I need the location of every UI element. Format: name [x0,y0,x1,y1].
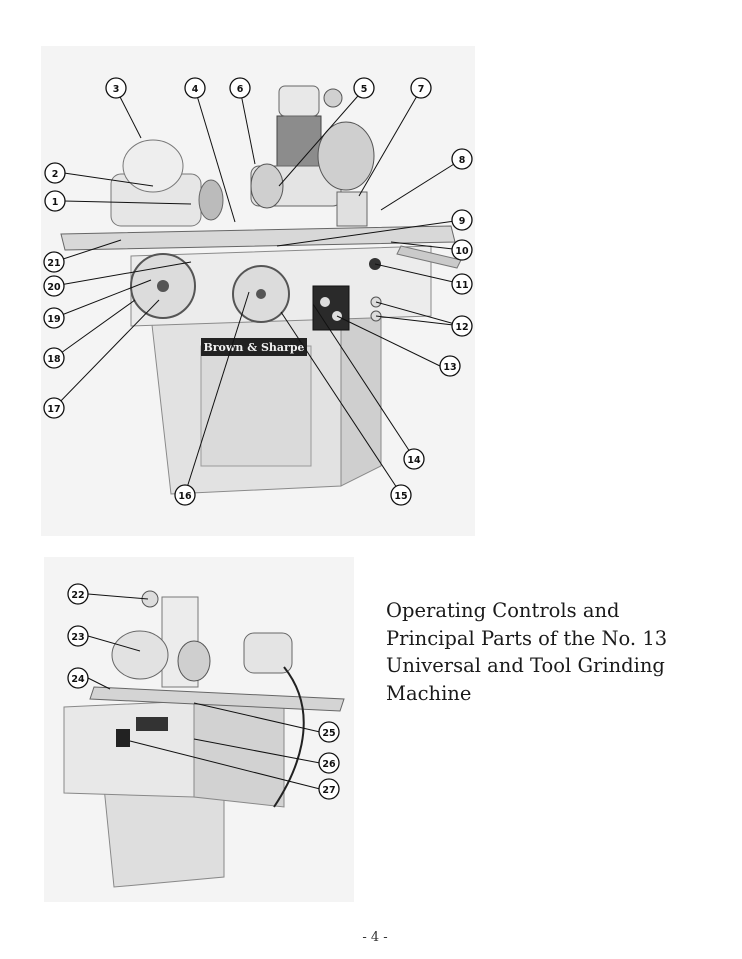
svg-text:7: 7 [418,84,425,95]
caption-line: Principal Parts of the No. 13 [386,626,668,650]
svg-text:6: 6 [237,84,244,95]
machine-rear-drawing: 22 23 24 25 26 27 [63,583,345,888]
svg-text:18: 18 [47,354,61,365]
svg-text:2: 2 [52,169,59,180]
callout-18: 18 [43,347,65,369]
callout-1: 1 [44,190,66,212]
callout-23: 23 [67,625,89,647]
svg-text:13: 13 [443,362,456,373]
svg-text:22: 22 [71,590,84,601]
svg-text:15: 15 [394,491,407,502]
svg-text:19: 19 [47,314,60,325]
callout-19: 19 [43,307,65,329]
callout-14: 14 [403,448,425,470]
callout-15: 15 [390,484,412,506]
callout-12: 12 [451,315,473,337]
caption-line: Universal and Tool Grinding [386,654,665,677]
callout-25: 25 [318,721,340,743]
svg-text:9: 9 [459,216,466,227]
callout-3: 3 [105,77,127,99]
page-number: - 4 - [362,930,388,945]
machine-front-photo: Brown & Sharpe [41,46,475,536]
svg-text:5: 5 [361,84,368,95]
callout-21: 21 [43,251,65,273]
svg-text:16: 16 [178,491,192,502]
callout-13: 13 [439,355,461,377]
svg-text:21: 21 [47,258,60,269]
leader-lines-top [53,88,463,495]
svg-text:12: 12 [455,322,468,333]
callout-5: 5 [353,77,375,99]
caption-line: Operating Controls and [386,599,620,622]
brand-plate-text: Brown & Sharpe [203,341,304,354]
callout-8: 8 [451,148,473,170]
callout-27: 27 [318,778,340,800]
svg-text:20: 20 [47,282,61,293]
callout-20: 20 [43,275,65,297]
figure-caption: Operating Controls and Principal Parts o… [386,597,686,707]
svg-text:26: 26 [322,759,336,770]
svg-text:4: 4 [192,84,199,95]
callout-10: 10 [451,239,473,261]
leader-lines-bottom [87,593,321,790]
svg-text:1: 1 [52,197,59,208]
callout-16: 16 [174,484,196,506]
svg-text:24: 24 [71,674,85,685]
machine-rear-photo: 22 23 24 25 26 27 [44,557,354,902]
caption-line: Machine [386,681,472,705]
rear-nameplate [136,717,168,731]
svg-text:10: 10 [455,246,469,257]
callout-9: 9 [451,209,473,231]
callout-24: 24 [67,667,89,689]
callout-22: 22 [67,583,89,605]
brand-plate [201,338,307,356]
callout-26: 26 [318,752,340,774]
svg-text:25: 25 [322,728,335,739]
svg-text:11: 11 [455,280,468,291]
machine-front-drawing: Brown & Sharpe [43,77,473,506]
callout-4: 4 [184,77,206,99]
svg-text:8: 8 [459,155,466,166]
svg-text:17: 17 [47,404,60,415]
callout-7: 7 [410,77,432,99]
callout-17: 17 [43,397,65,419]
callout-6: 6 [229,77,251,99]
svg-text:3: 3 [113,84,120,95]
callout-11: 11 [451,273,473,295]
callout-2: 2 [44,162,66,184]
svg-text:23: 23 [71,632,84,643]
svg-text:27: 27 [322,785,335,796]
svg-text:14: 14 [407,455,421,466]
control-panel [312,285,350,331]
